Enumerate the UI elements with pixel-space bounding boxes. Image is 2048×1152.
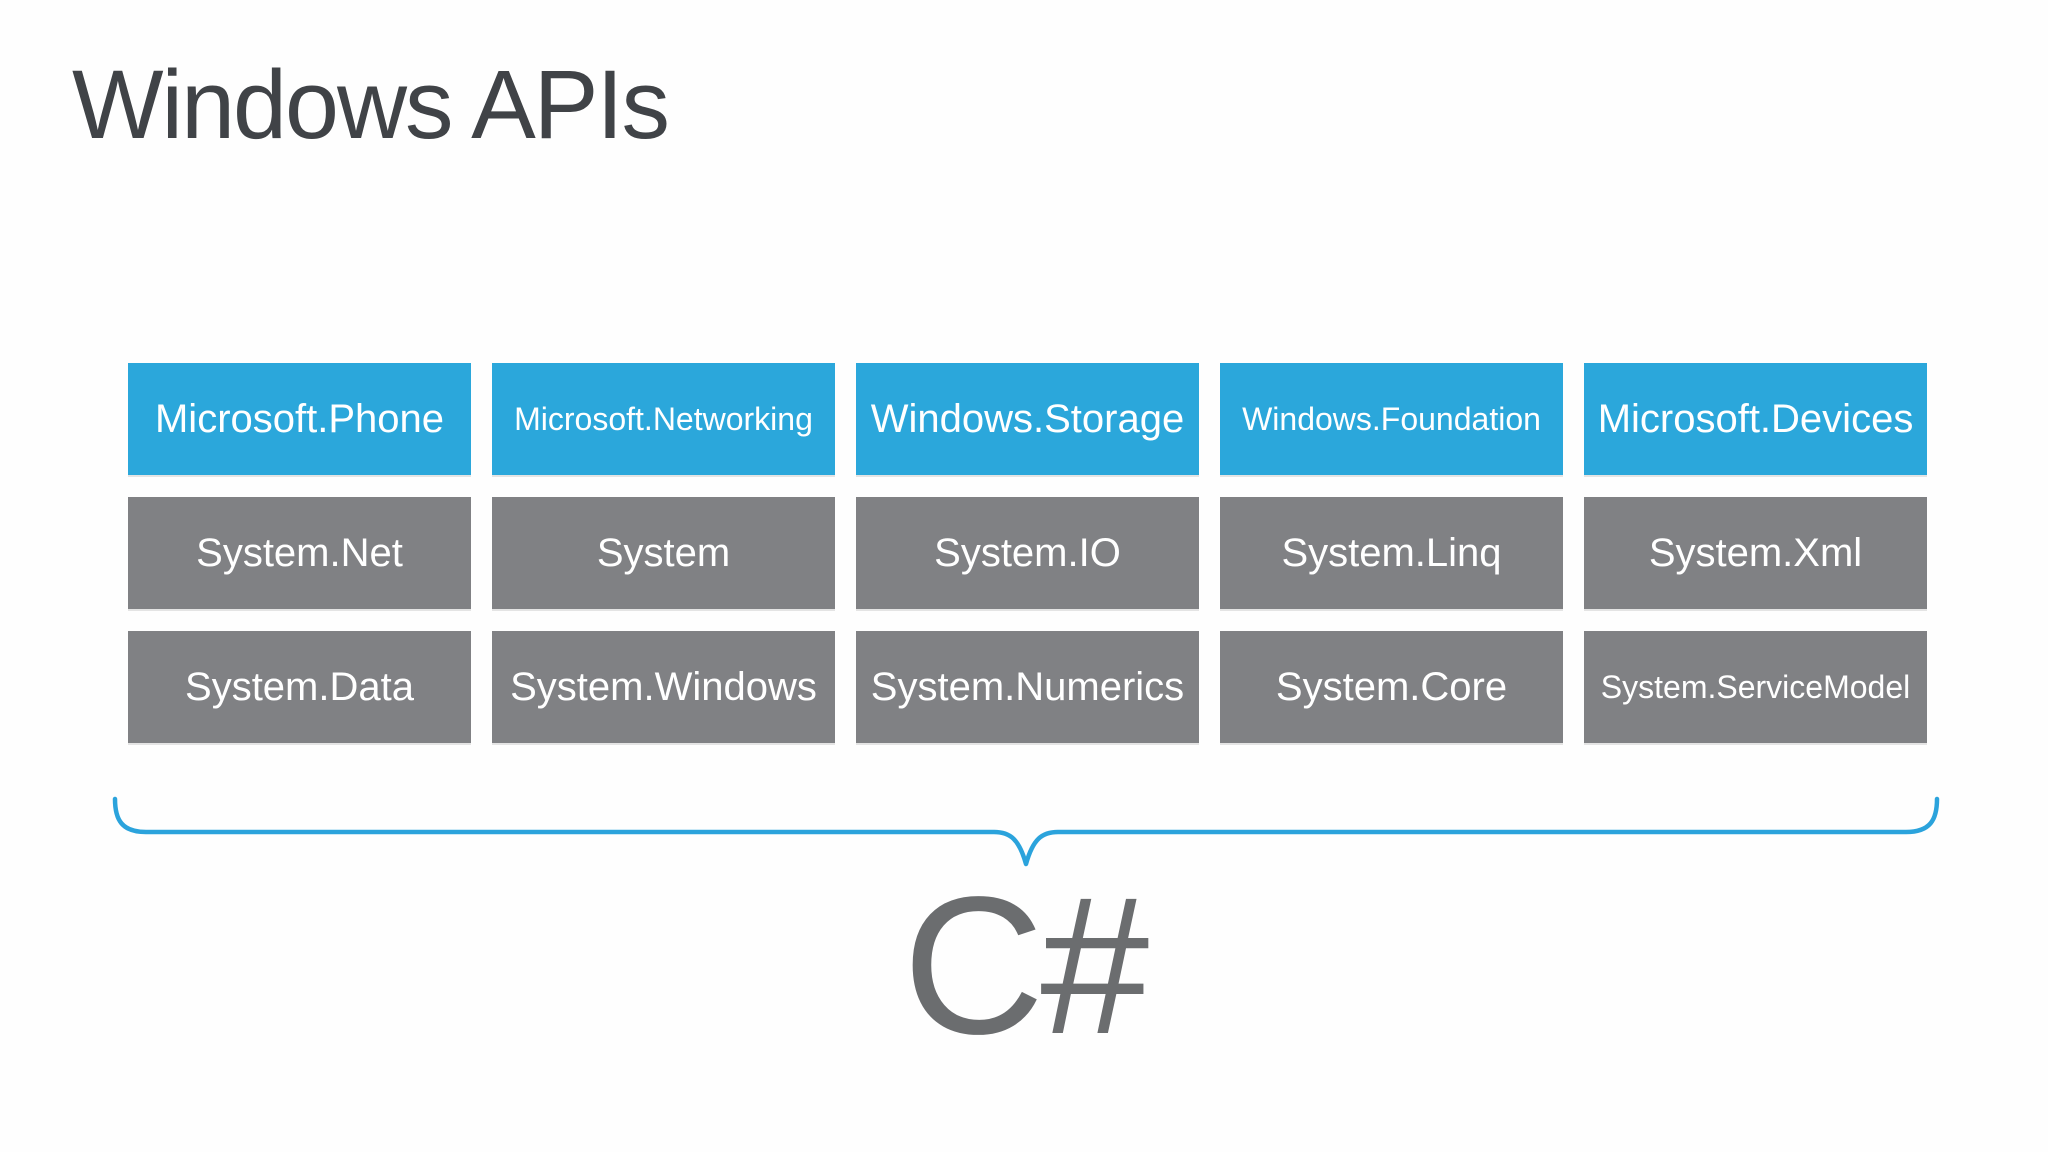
api-box-label: System.Numerics [870,664,1185,709]
api-box-label: Microsoft.Networking [514,400,813,437]
api-box-system-net: System.Net [128,497,471,609]
api-namespace-grid: Microsoft.Phone Microsoft.Networking Win… [128,363,1927,743]
api-box-microsoft-devices: Microsoft.Devices [1584,363,1927,475]
underbrace-shape [112,796,1940,870]
api-box-label: System.Linq [1281,530,1502,575]
api-box-label: System.Xml [1648,530,1863,575]
api-box-system-data: System.Data [128,631,471,743]
api-box-system-xml: System.Xml [1584,497,1927,609]
api-box-system: System [492,497,835,609]
api-box-system-windows: System.Windows [492,631,835,743]
api-box-label: Windows.Foundation [1242,400,1541,437]
api-box-system-core: System.Core [1220,631,1563,743]
api-box-label: System.Data [185,664,414,709]
api-box-system-numerics: System.Numerics [856,631,1199,743]
api-box-microsoft-phone: Microsoft.Phone [128,363,471,475]
api-box-label: System.Net [196,530,403,575]
api-box-label: Microsoft.Devices [1597,396,1914,441]
api-box-label: System [596,530,731,575]
api-box-system-servicemodel: System.ServiceModel [1584,631,1927,743]
api-box-windows-storage: Windows.Storage [856,363,1199,475]
api-box-label: System.IO [934,530,1121,575]
api-box-label: System.Core [1275,664,1508,709]
api-box-label: System.Windows [510,664,817,709]
page-title: Windows APIs [72,50,670,159]
api-box-microsoft-networking: Microsoft.Networking [492,363,835,475]
api-box-system-linq: System.Linq [1220,497,1563,609]
api-box-label: Microsoft.Phone [154,396,445,441]
api-box-system-io: System.IO [856,497,1199,609]
api-box-label: System.ServiceModel [1600,668,1911,705]
api-box-windows-foundation: Windows.Foundation [1220,363,1563,475]
api-box-label: Windows.Storage [870,396,1185,441]
brace-caption: C# [902,856,1150,1075]
underbrace-svg [112,796,1940,867]
